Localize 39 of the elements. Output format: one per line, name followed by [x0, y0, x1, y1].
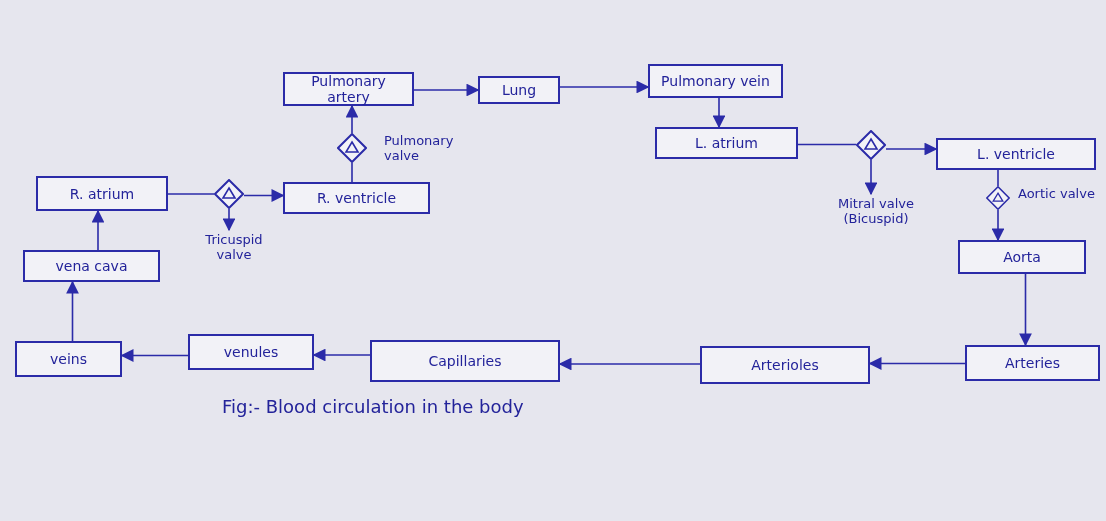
process-box: Lung: [478, 76, 560, 104]
arrow: [864, 159, 878, 196]
arrow: [91, 209, 105, 251]
arrow: [243, 189, 285, 202]
arrow: [66, 280, 79, 342]
figure-caption: Fig:- Blood circulation in the body: [222, 396, 524, 417]
valve-label: Aortic valve: [1018, 186, 1096, 201]
arrow: [1019, 273, 1032, 347]
valve-diamond: [856, 130, 886, 160]
arrow: [413, 83, 480, 97]
valve-diamond: [986, 186, 1010, 210]
arrow: [222, 208, 236, 232]
process-box: Pulmonary artery: [283, 72, 414, 106]
process-box: Aorta: [958, 240, 1086, 274]
arrow: [712, 97, 726, 129]
process-box: veins: [15, 341, 122, 377]
process-box: Capillaries: [370, 340, 560, 382]
connector-line: [351, 162, 353, 183]
process-box: Pulmonary vein: [648, 64, 783, 98]
connector-line: [797, 143, 857, 146]
connector-line: [167, 193, 215, 195]
process-box: R. ventricle: [283, 182, 430, 214]
process-box: vena cava: [23, 250, 160, 282]
process-box: R. atrium: [36, 176, 168, 211]
process-box: L. atrium: [655, 127, 798, 159]
arrow: [559, 80, 650, 94]
process-box: Arterioles: [700, 346, 870, 384]
valve-label: Mitral valve (Bicuspid): [808, 194, 944, 228]
arrow: [885, 142, 938, 156]
valve-diamond: [214, 179, 244, 209]
connector-line: [997, 169, 999, 187]
valve-label: Tricuspid valve: [190, 230, 278, 264]
process-box: venules: [188, 334, 314, 370]
arrow: [345, 104, 359, 134]
valve-label: Pulmonary valve: [384, 133, 455, 163]
process-box: L. ventricle: [936, 138, 1096, 170]
process-box: Arteries: [965, 345, 1100, 381]
arrow: [991, 209, 1005, 242]
valve-diamond: [337, 133, 367, 163]
